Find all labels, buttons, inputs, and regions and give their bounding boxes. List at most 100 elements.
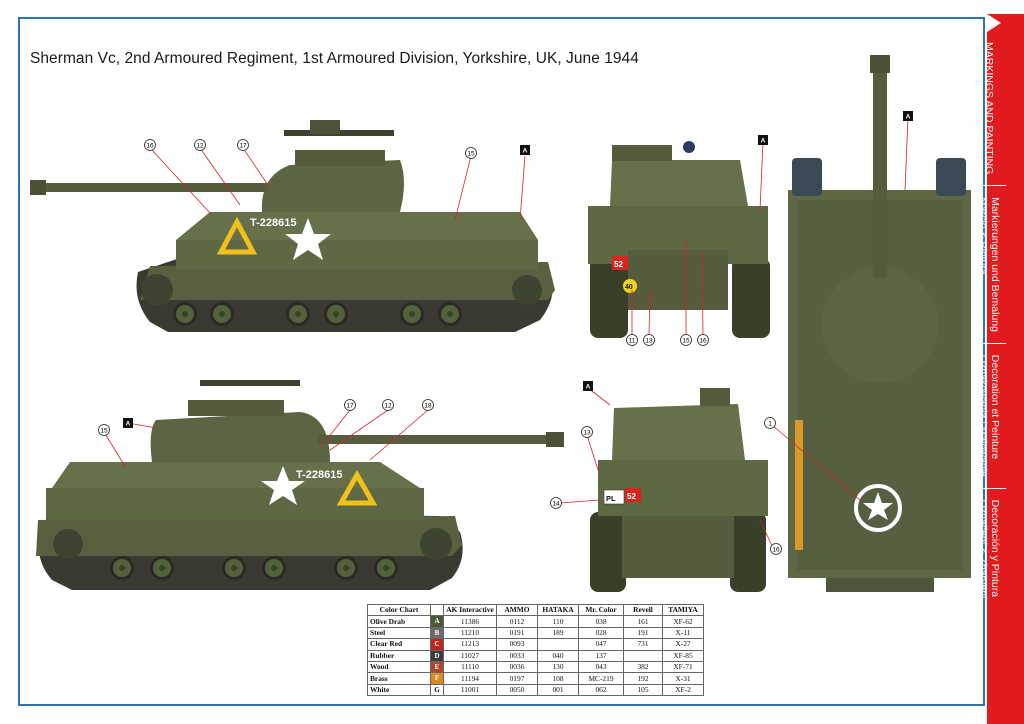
hataka-code: 108 [537,672,579,685]
view-label: A [523,148,528,155]
tank-top-view [788,55,971,592]
hataka-code: 001 [537,683,579,697]
hataka-code [537,638,579,651]
callout-label: 16 [146,142,154,149]
ammo-code: 0112 [496,615,538,628]
color-code-swatch: B [430,626,444,640]
color-code-swatch: F [430,672,444,685]
color-swatch: B [431,627,443,639]
tamiya-code: X-27 [662,638,704,651]
revell-code: 191 [623,626,663,640]
color-name: White [367,683,431,697]
callout-label: 14 [552,500,560,507]
color-name: Brass [367,672,431,685]
revell-code: 105 [623,683,663,697]
color-name: Steel [367,626,431,640]
callout-label: 18 [424,402,432,409]
tamiya-code: XF-62 [662,615,704,628]
revell-code [623,649,663,662]
col-header: AMMO [496,603,538,617]
ammo-code: 0036 [496,660,538,674]
ammo-code: 0191 [496,626,538,640]
ak-code: 11194 [443,672,497,685]
callout-label: 12 [384,402,392,409]
revell-code: 161 [623,615,663,628]
color-name: Clear Red [367,638,431,651]
col-header: TAMIYA [662,603,704,617]
color-code-swatch: G [430,683,444,697]
col-header: Color Chart [367,603,431,617]
callout-labels: 16 12 17 15 A 11 13 15 16 17 12 18 15 A … [98,111,913,555]
mrcolor-code: 062 [578,683,624,697]
tamiya-code: XF-85 [662,649,704,662]
plate-front: PL [606,494,616,503]
callout-label: 11 [629,337,636,344]
tank-right-side-view: T-228615 [36,380,564,590]
hataka-code: 110 [537,615,579,628]
color-code-swatch: E [430,660,444,674]
color-swatch: A [431,616,443,627]
callout-label: 13 [645,337,653,344]
ammo-code: 0033 [496,649,538,662]
mrcolor-code: 047 [578,638,624,651]
callout-label: 15 [682,337,690,344]
color-name: Wood [367,660,431,674]
tank-rear-view: 52 40 [588,141,770,338]
ak-code: 11027 [443,649,497,662]
callout-label: 12 [196,142,204,149]
tank-left-side-view: T-228615 [30,120,555,332]
tamiya-code: XF-71 [662,660,704,674]
road-wheels-bottom [53,528,452,580]
color-code-swatch: D [430,649,444,662]
color-code-swatch: A [430,615,444,628]
mrcolor-code: MC-219 [578,672,624,685]
color-swatch: D [431,650,443,661]
page-title: Sherman Vc, 2nd Armoured Regiment, 1st A… [30,50,639,67]
road-wheels-top-left [141,274,542,326]
hataka-code: 130 [537,660,579,674]
callout-label: 17 [239,142,247,149]
color-code-swatch: C [430,638,444,651]
callout-label: 1 [768,420,772,427]
callout-label: 15 [467,150,475,157]
bridge-class-front: 52 [627,492,636,501]
ammo-code: 0050 [496,683,538,697]
col-header: Revell [623,603,663,617]
callout-label: 15 [100,427,108,434]
hataka-code: 189 [537,626,579,640]
ak-code: 11001 [443,683,497,697]
col-header: AK Interactive [443,603,497,617]
callout-label: 13 [583,429,591,436]
callout-label: 16 [772,546,780,553]
callout-label: 17 [346,402,354,409]
tamiya-code: XF-2 [662,683,704,697]
view-label: A [906,114,911,121]
callout-label: 16 [699,337,707,344]
ribbon-tab [987,14,1024,724]
color-swatch: G [431,684,443,696]
ammo-code: 0093 [496,638,538,651]
color-swatch: F [431,673,443,684]
ak-code: 11386 [443,615,497,628]
tamiya-code: X-11 [662,626,704,640]
color-chart-header: Color Chart AK Interactive AMMO HATAKA M… [367,603,704,617]
color-chart-table: Color Chart AK Interactive AMMO HATAKA M… [367,603,704,697]
serial-number-top: T-228615 [250,217,296,229]
ak-code: 11110 [443,660,497,674]
bridge-class-rear: 52 [614,260,623,269]
view-label: A [586,384,591,391]
color-swatch: E [431,661,443,673]
col-header: HATAKA [537,603,579,617]
revell-code: 382 [623,660,663,674]
col-header-code [430,603,444,617]
color-swatch: C [431,639,443,650]
